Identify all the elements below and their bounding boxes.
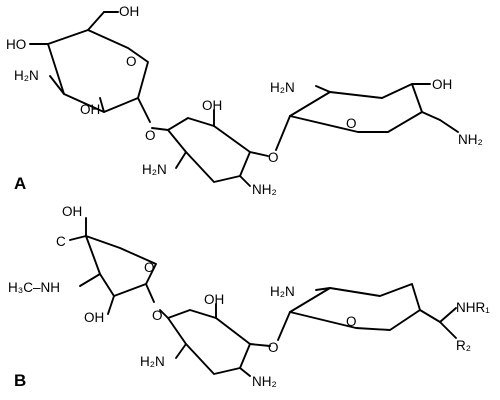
ring2-b-nh2-label: NH₂ [252,374,277,389]
ring2-a-link-oxygen-label: O [145,128,156,143]
ring3-b-h2n-label: H₂N [270,284,295,299]
structure-a-ring2: O OH H₂N NH₂ O [142,98,279,197]
ring2-a-oh-label: OH [202,98,222,113]
ring1-a-oh-top-label: OH [119,4,139,19]
ring3-a-nh2-label: NH₂ [458,132,483,147]
ring2-b-link-left [159,309,169,319]
ring3-a-outline [289,83,423,133]
ring1-b-ring-oxygen-label: O [144,260,155,275]
ring2-a-h2n-label: H₂N [142,162,167,177]
ring2-b-oh-label: OH [204,292,224,307]
ring2-b-link-oxygen-label: O [152,308,163,323]
ring2-b-h2n-bond [175,343,187,359]
structure-b-ring3: H₂N O NHR₁ R₂ [270,283,490,353]
ring2-a-link-left [151,127,169,131]
ring1-a-oh-bottom-label: OH [80,102,100,117]
ring3-b-side-bond [419,309,441,323]
ring3-a-link [275,115,291,151]
structure-a-ring3: H₂N OH O NH₂ [270,77,483,151]
ring1-b-oh-bottom-label: OH [84,310,104,325]
ring1-b-methyl-bond [69,235,87,241]
ring3-b-r2-label: R₂ [456,338,471,353]
structure-a: OH HO H₂N OH O O OH H₂N NH₂ O [6,4,483,197]
ring2-b-link-right [249,343,271,347]
ring1-b-nh-bond [79,273,101,287]
ring1-a-ho-label: HO [6,37,26,52]
ring1-b-oh-top-label: OH [62,204,82,219]
ring3-b-nhr1-bond [439,307,457,323]
ring1-a-outline [47,29,149,113]
ring2-a-link-oxygen-right-label: O [268,150,279,165]
ring3-a-nh2-bond [439,119,459,133]
ring3-a-oh-label: OH [432,77,452,92]
ring1-a-ch2-bond [87,11,105,31]
ring1-a-glyco-bond [137,97,151,123]
structure-b-ring1: OH C H₃C–NH OH O [8,204,157,325]
panel-label-b: B [14,371,26,390]
ring2-b-link-oxygen-right-label: O [268,340,279,355]
ring1-b-c-label: C [56,234,66,249]
panel-label-a: A [14,174,26,193]
ring1-a-nh2-bond [49,75,65,95]
ring2-a-nh2-label: NH₂ [252,182,277,197]
structure-b-ring2: O OH H₂N NH₂ O [140,292,279,389]
ring3-b-link [277,311,291,341]
ring3-b-outline [289,283,421,331]
ring2-a-h2n-bond [175,151,187,169]
ring2-a-nh2-bond [239,175,251,187]
ring2-b-nh2-bond [239,367,251,377]
ring1-b-h3cnh-label: H₃C–NH [8,280,60,295]
ring3-b-nhr1-label: NHR₁ [456,300,490,315]
ring3-b-r2-bond [439,321,457,339]
ring1-b-glyco-bond [145,283,155,303]
ring2-b-outline [167,309,251,375]
ring3-b-h2n-bond [315,287,331,291]
ring3-b-ring-oxygen-label: O [346,314,357,329]
ring1-b-oh-bottom-bond [107,295,115,315]
ring2-a-outline [167,117,251,183]
ring1-a-oh-bond [99,97,105,113]
structure-b: OH C H₃C–NH OH O O OH H₂N NH₂ O [8,204,490,390]
structure-a-ring1: OH HO H₂N OH O [6,4,151,123]
ring1-a-ring-oxygen-label: O [126,54,137,69]
ring2-a-link-right [249,151,269,157]
ring3-a-ch2-bond [421,111,441,121]
ring3-a-h2n-bond [315,85,331,93]
ring2-b-h2n-label: H₂N [140,354,165,369]
ring3-a-h2n-label: H₂N [270,80,295,95]
ring3-a-ring-oxygen-label: O [346,116,357,131]
ring1-a-h2n-label: H₂N [14,68,39,83]
